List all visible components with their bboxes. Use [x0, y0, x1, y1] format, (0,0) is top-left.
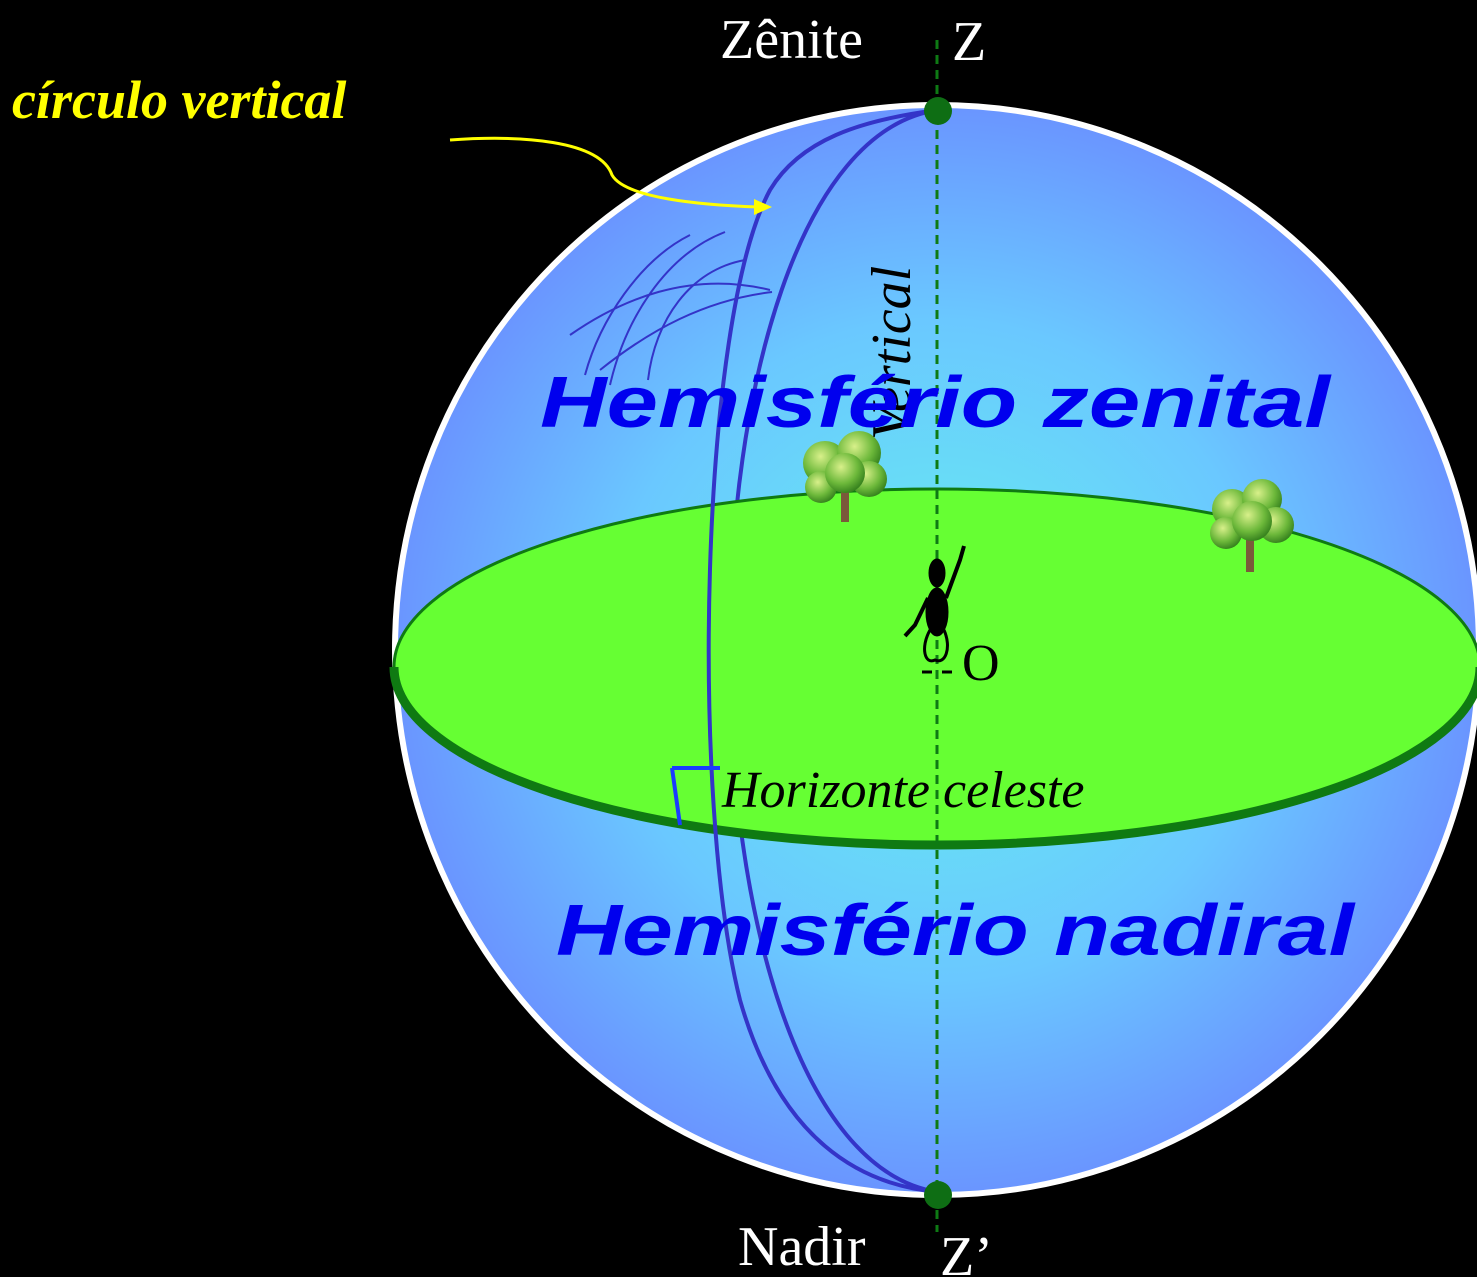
observer-label: O	[962, 635, 1000, 692]
sky-grid-arcs	[569, 231, 773, 386]
vertical-circle	[706, 108, 939, 1194]
nadir-point	[924, 1181, 952, 1209]
observer-figure-icon	[903, 545, 966, 674]
nadir-letter-label: Z’	[940, 1226, 993, 1277]
nadir-hemisphere-label: Hemisfério nadiral	[556, 891, 1357, 971]
zenith-word-label: Zênite	[720, 9, 863, 71]
tree-icon	[803, 431, 887, 522]
vertical-label: Vertical	[861, 266, 923, 440]
tree-icon	[1210, 479, 1294, 572]
vertical-circle-label: círculo vertical	[12, 70, 346, 130]
zenith-point	[924, 97, 952, 125]
nadir-word-label: Nadir	[738, 1216, 866, 1277]
horizon-label: Horizonte celeste	[721, 762, 1084, 819]
horizon-front-edge	[389, 666, 1477, 850]
zenith-hemisphere-label: Hemisfério zenital	[540, 363, 1333, 443]
zenith-letter-label: Z	[952, 11, 986, 73]
vertical-circle-arrow	[449, 136, 772, 215]
right-angle-marker	[670, 766, 720, 826]
